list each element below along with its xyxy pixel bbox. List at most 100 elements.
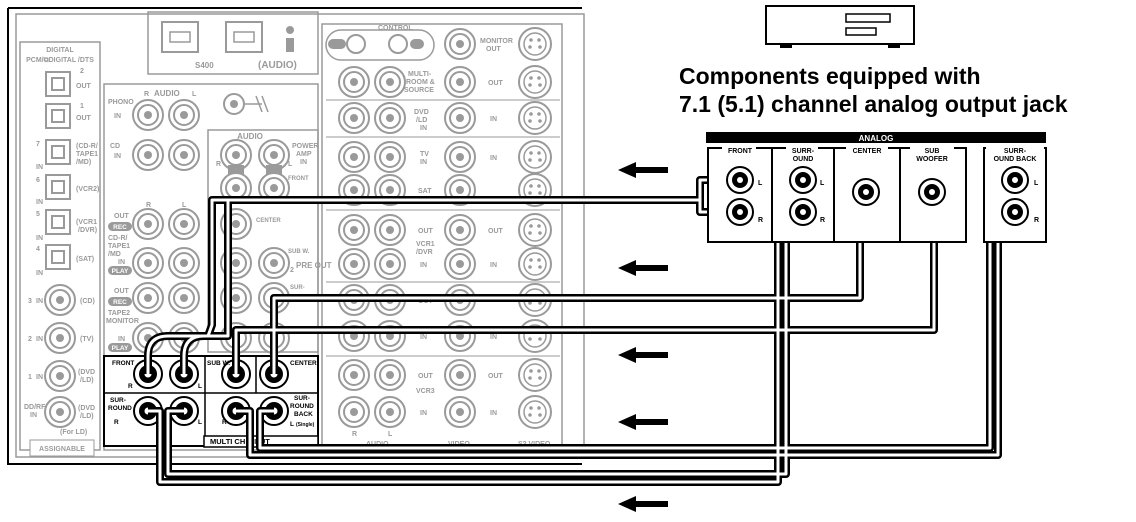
ddrf-label-2: IN [30,412,37,419]
tape2-in: IN [118,336,125,343]
num-5: 5 [36,211,40,218]
cdr-tape-3: /MD [108,251,121,258]
cdr-label-2: TAPE1 [76,151,98,158]
heading-line-1: Components equipped with [679,62,1068,90]
components-heading: Components equipped with 7.1 (5.1) chann… [679,62,1068,118]
source-component-icon [766,6,914,48]
cdr-label-3: /MD) [76,159,91,166]
component-front-r-jack[interactable] [727,199,753,225]
cd-coax-label: (CD) [80,298,95,305]
vcr2-in: IN [420,334,427,341]
multi-surr-r: R [114,419,119,426]
tape-l: L [182,202,187,209]
multi-back-label-2: ROUND [290,403,314,410]
power-front-label: FRONT [288,176,309,182]
surround-l: L [820,180,825,187]
vcr1-in: IN [420,262,427,269]
phono-r: R [144,91,149,98]
tape2-label: TAPE2 [108,310,130,317]
power-amp-label-2: AMP [296,151,312,158]
opt-out-label: OUT [76,83,92,90]
in-4: IN [36,270,43,277]
multi-center-label: CENTER [290,360,317,367]
multiroom-2: ROOM & [406,79,435,86]
video-jack-grid [339,66,551,428]
cdr-tape-1: CD-R/ [108,235,127,242]
vcr2-label: (VCR2) [76,186,99,193]
tv-video-in: IN [490,155,497,162]
multi-surr-label-1: SUR- [110,397,126,404]
opt-out-label-2: OUT [76,115,92,122]
phono-audio-label: AUDIO [154,89,180,98]
multi-front-l: L [198,383,202,390]
in-3: IN [36,298,43,305]
component-center-jack[interactable] [853,179,879,205]
video-r: R [352,431,357,438]
dvd-ld-1: DVD [414,109,429,116]
tape2-out: OUT [114,288,130,295]
s400-label: S400 [195,61,214,70]
component-surr-back-l-jack[interactable] [1002,167,1028,193]
phono-label: PHONO [108,99,134,106]
tv-label: TV [420,151,429,158]
multi-surr-label-2: ROUND [108,405,132,412]
in-1: IN [36,374,43,381]
power-amp-label-1: POWER [292,143,318,150]
tape1-rec: REC [113,224,127,231]
multi-back-label-1: SUR- [294,395,310,402]
multi-back-label-3: BACK [294,411,313,418]
arrow-left-icon [618,414,668,430]
vcr3-label: VCR3 [416,388,435,395]
multiroom-3: SOURCE [404,87,434,94]
arrow-left-icon [618,347,668,363]
opt-num-1: 1 [80,103,84,110]
num-2: 2 [28,336,32,343]
multi-back-r: R [222,419,227,426]
digital-formats-label: PCM/⧉DIGITAL /DTS [26,57,94,64]
in-2: IN [36,336,43,343]
component-sub-jack[interactable] [919,179,945,205]
in-6: IN [36,199,43,206]
power-l: L [288,161,293,168]
vcr1-dvr-1: VCR1 [416,241,435,248]
surr-back-l: L [1034,180,1039,187]
component-surround-r-jack[interactable] [790,199,816,225]
num-4: 4 [36,246,40,253]
component-front-l-jack[interactable] [727,167,753,193]
vcr1-video-out: OUT [488,228,504,235]
tv-coax-label: (TV) [80,336,94,343]
front-l: L [758,180,763,187]
tape1-out: OUT [114,213,130,220]
multi-sub-label: SUB W. [207,360,230,367]
surr-back-label-2: OUND BACK [994,156,1037,163]
phono-l: L [192,91,197,98]
vcr1-label-2: /DVR) [78,227,97,234]
num-7: 7 [36,141,40,148]
in-7: IN [36,164,43,171]
dvd-video-in: IN [490,116,497,123]
sub-label-1: SUB [925,148,940,155]
digital-label: DIGITAL [46,47,74,54]
vcr1-video-in: IN [490,262,497,269]
multi-front-r: R [128,383,133,390]
surr-preout-label: SUR- [290,285,305,291]
multi-single-label: (Single) [296,422,315,428]
num-3: 3 [28,298,32,305]
monitor-out-1: MONITOR [480,38,513,45]
for-ld-label: (For LD) [60,429,87,436]
multi-back-l: L [290,421,294,428]
vcr3-video-out: OUT [488,373,504,380]
num-6: 6 [36,177,40,184]
multiroom-1: MULTI- [408,71,432,78]
power-amp-audio-label: AUDIO [237,132,263,141]
component-surround-l-jack[interactable] [790,167,816,193]
component-front-section [708,148,772,242]
multi-surr-l: L [198,419,202,426]
component-surr-back-r-jack[interactable] [1002,199,1028,225]
ddrf-label-1: DD/RF [24,404,46,411]
tape1-play: PLAY [112,268,129,275]
component-analog-panel: ANALOG FRONT SURR- OUND CENTER SUB WOOFE… [706,132,1046,242]
dvd-ld-2: /LD [416,117,427,124]
tape-r: R [146,202,151,209]
sat-opt-label: (SAT) [76,256,94,263]
